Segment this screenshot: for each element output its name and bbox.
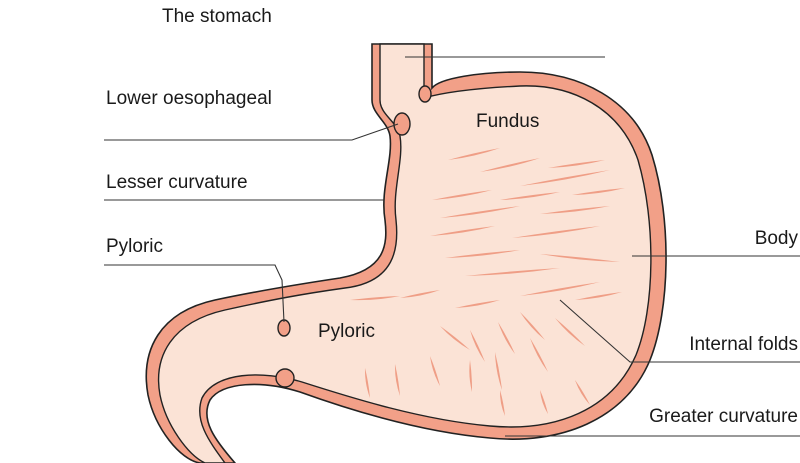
fold-streak <box>455 300 500 308</box>
fold-streak <box>520 312 545 340</box>
label-pyloric: Pyloric <box>106 236 164 257</box>
label-lesser-curvature: Lesser curvature <box>106 172 248 193</box>
fold-streak <box>555 318 585 346</box>
leader-internal-folds <box>559 299 800 363</box>
fold-streak <box>540 390 548 414</box>
fold-streak <box>530 338 548 372</box>
fold-streak <box>432 190 492 200</box>
stomach-interior <box>158 43 652 463</box>
fold-streak <box>440 206 520 218</box>
fold-streak <box>548 160 605 168</box>
fold-streak <box>495 352 502 390</box>
fold-streak <box>498 322 515 354</box>
fold-streak <box>520 282 600 296</box>
fold-streak <box>540 206 610 214</box>
upper-sphincter-ring <box>418 85 432 103</box>
label-greater-curvature: Greater curvature <box>649 406 798 427</box>
fold-streak <box>430 226 495 236</box>
fold-streak <box>445 250 520 258</box>
fold-streak <box>469 360 473 392</box>
fold-streak <box>500 192 560 200</box>
fold-streak <box>350 296 400 301</box>
pyloric-sphincter-lower <box>275 368 295 388</box>
fold-streak <box>520 170 610 186</box>
label-internal-folds: Internal folds <box>689 334 798 355</box>
fold-streak <box>400 290 440 298</box>
leader-lower-oesophageal <box>104 123 399 141</box>
diagram-title: The stomach <box>162 6 272 27</box>
fold-streak <box>465 268 560 276</box>
fold-streak <box>394 364 400 396</box>
label-fundus: Fundus <box>476 111 540 132</box>
leader-pyloric <box>104 264 285 323</box>
fold-streak <box>364 368 370 398</box>
fold-streak <box>470 330 485 362</box>
label-lower-oesophageal: Lower oesophageal <box>106 88 272 109</box>
leader-lines <box>104 56 800 437</box>
label-body: Body <box>754 228 798 249</box>
fold-streak <box>480 158 540 172</box>
fold-streak <box>512 226 600 238</box>
fold-streak <box>572 188 625 195</box>
fold-streak <box>575 380 590 405</box>
fold-streak <box>575 292 622 300</box>
lower-oesophageal-sphincter <box>393 112 411 136</box>
internal-folds-marks <box>350 148 625 416</box>
label-pyloric-region: Pyloric <box>318 321 376 342</box>
fold-streak <box>440 326 470 350</box>
fold-streak <box>430 356 440 386</box>
pyloric-sphincter-upper <box>277 319 291 337</box>
fold-streak <box>448 148 500 160</box>
fold-streak <box>540 254 620 262</box>
fold-streak <box>499 390 505 416</box>
